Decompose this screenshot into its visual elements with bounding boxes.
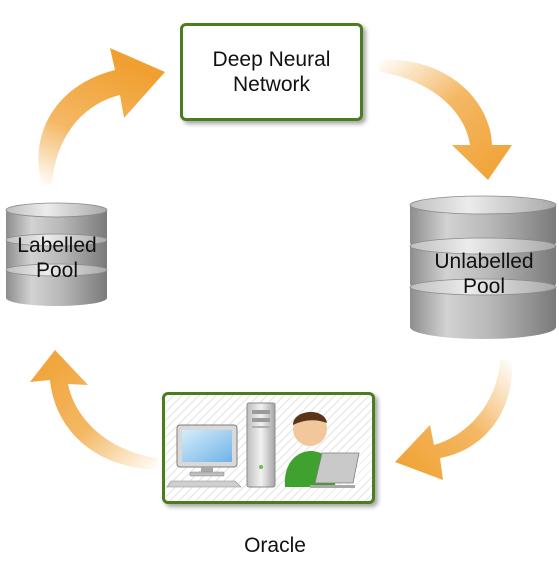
arrow-dnn-to-unlabelled bbox=[378, 59, 512, 180]
computer-tower-icon bbox=[246, 402, 276, 488]
person-with-laptop-icon bbox=[284, 411, 360, 488]
unlabelled-pool-database-icon bbox=[409, 195, 557, 339]
arrow-oracle-to-labelled bbox=[30, 350, 158, 470]
arrow-unlabelled-to-oracle bbox=[395, 360, 513, 480]
arrow-labelled-to-dnn bbox=[38, 48, 165, 185]
dnn-label: Deep Neural Network bbox=[212, 48, 331, 96]
oracle-label: Oracle bbox=[244, 534, 306, 557]
dnn-node: Deep Neural Network bbox=[180, 23, 363, 121]
labelled-pool-database-icon bbox=[5, 202, 108, 306]
oracle-node bbox=[162, 392, 375, 504]
unlabelled-pool-label: Unlabelled Pool bbox=[434, 250, 534, 298]
labelled-pool-label: Labelled Pool bbox=[17, 234, 97, 282]
oracle-illustration bbox=[166, 402, 360, 488]
monitor-icon bbox=[166, 424, 242, 488]
